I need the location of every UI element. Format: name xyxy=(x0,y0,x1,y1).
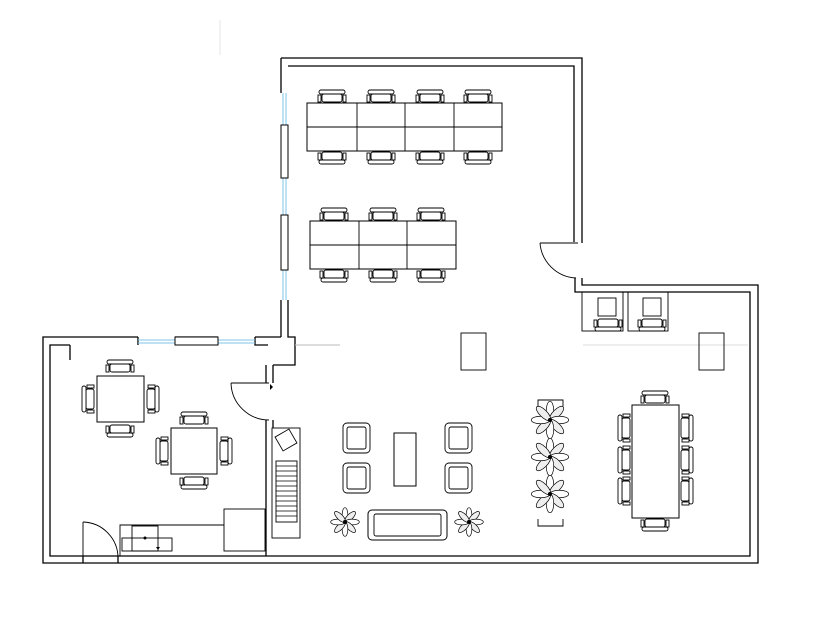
door-south xyxy=(82,521,119,560)
chair xyxy=(416,207,446,221)
chair xyxy=(368,269,398,283)
chair xyxy=(155,436,169,466)
armchair xyxy=(444,422,473,454)
stair-box xyxy=(274,428,298,452)
chairs xyxy=(81,89,694,532)
workstation-row-2 xyxy=(309,220,457,270)
plant xyxy=(530,474,570,514)
chair xyxy=(680,445,694,475)
dining-tables xyxy=(96,375,218,475)
chair xyxy=(593,318,623,332)
sofa xyxy=(367,509,448,541)
kitchenette xyxy=(119,508,266,556)
chair xyxy=(463,151,493,165)
workstation-row-1 xyxy=(306,102,503,152)
chair xyxy=(317,89,347,103)
door-left-room xyxy=(230,382,273,421)
chair xyxy=(368,207,398,221)
chair xyxy=(415,89,445,103)
chair xyxy=(463,89,493,103)
chair xyxy=(105,359,135,373)
chair xyxy=(179,476,209,490)
chair xyxy=(319,207,349,221)
planter-box xyxy=(537,399,564,527)
plant xyxy=(330,507,360,537)
chair xyxy=(617,476,631,506)
armchair xyxy=(444,462,473,494)
chair xyxy=(179,411,209,425)
chair xyxy=(81,384,95,414)
conference-table xyxy=(631,404,680,519)
armchair xyxy=(342,422,371,454)
columns xyxy=(460,332,725,371)
chair xyxy=(319,269,349,283)
chair xyxy=(146,384,160,414)
chair xyxy=(415,151,445,165)
chair xyxy=(640,390,670,404)
plant xyxy=(530,400,570,440)
chair xyxy=(637,318,667,332)
chair xyxy=(105,424,135,438)
chair xyxy=(317,151,347,165)
chair xyxy=(219,436,233,466)
plant xyxy=(454,507,484,537)
chair xyxy=(640,518,670,532)
windows xyxy=(138,93,289,346)
armchairs xyxy=(342,422,473,494)
chair xyxy=(416,269,446,283)
door-east xyxy=(539,242,578,279)
staircase xyxy=(271,427,301,539)
chair xyxy=(617,445,631,475)
plants xyxy=(330,400,570,537)
doors xyxy=(82,242,578,560)
chair xyxy=(617,413,631,443)
coffee-table xyxy=(393,432,417,487)
chair xyxy=(680,413,694,443)
window-west-wing xyxy=(280,93,289,300)
chair xyxy=(366,151,396,165)
chair xyxy=(366,89,396,103)
chair xyxy=(680,476,694,506)
armchair xyxy=(342,462,371,494)
walls xyxy=(42,57,759,564)
window-left-room xyxy=(138,336,255,346)
plant xyxy=(530,437,570,477)
